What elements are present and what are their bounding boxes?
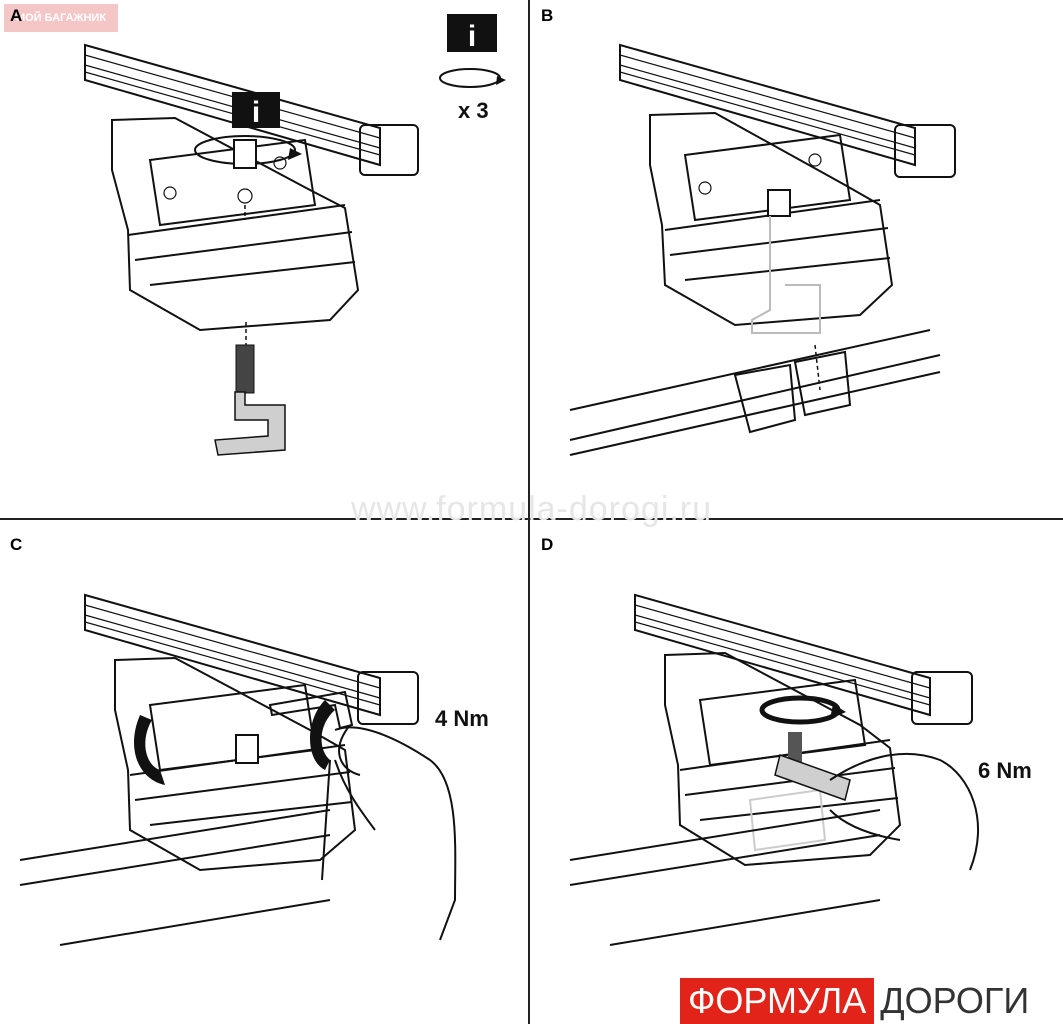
watermark-tag: МОЙ БАГАЖНИК <box>4 4 118 32</box>
panel-b-illustration <box>569 43 956 456</box>
panel-d-illustration <box>569 593 979 946</box>
panel-c-illustration <box>19 593 457 946</box>
panel-c-label: C <box>10 535 23 554</box>
panel-a-label: A <box>10 6 23 25</box>
horizontal-divider <box>0 518 1063 520</box>
watermark-url: www.formula-dorogi.ru <box>350 490 713 528</box>
brand-logo: ФОРМУЛА ДОРОГИ <box>680 978 1035 1024</box>
panel-d-label: D <box>541 535 554 554</box>
svg-text:i: i <box>468 20 476 53</box>
svg-text:i: i <box>252 96 260 129</box>
brand-part-gray: ДОРОГИ <box>880 980 1030 1021</box>
torque-value-c: 4 Nm <box>435 706 489 731</box>
panel-b-label: B <box>541 6 554 25</box>
repeat-count: x 3 <box>458 98 489 123</box>
vertical-divider <box>528 0 530 1024</box>
brand-part-red: ФОРМУЛА <box>680 978 875 1024</box>
panel-a-illustration: i i <box>84 14 506 456</box>
torque-value-d: 6 Nm <box>978 758 1032 783</box>
